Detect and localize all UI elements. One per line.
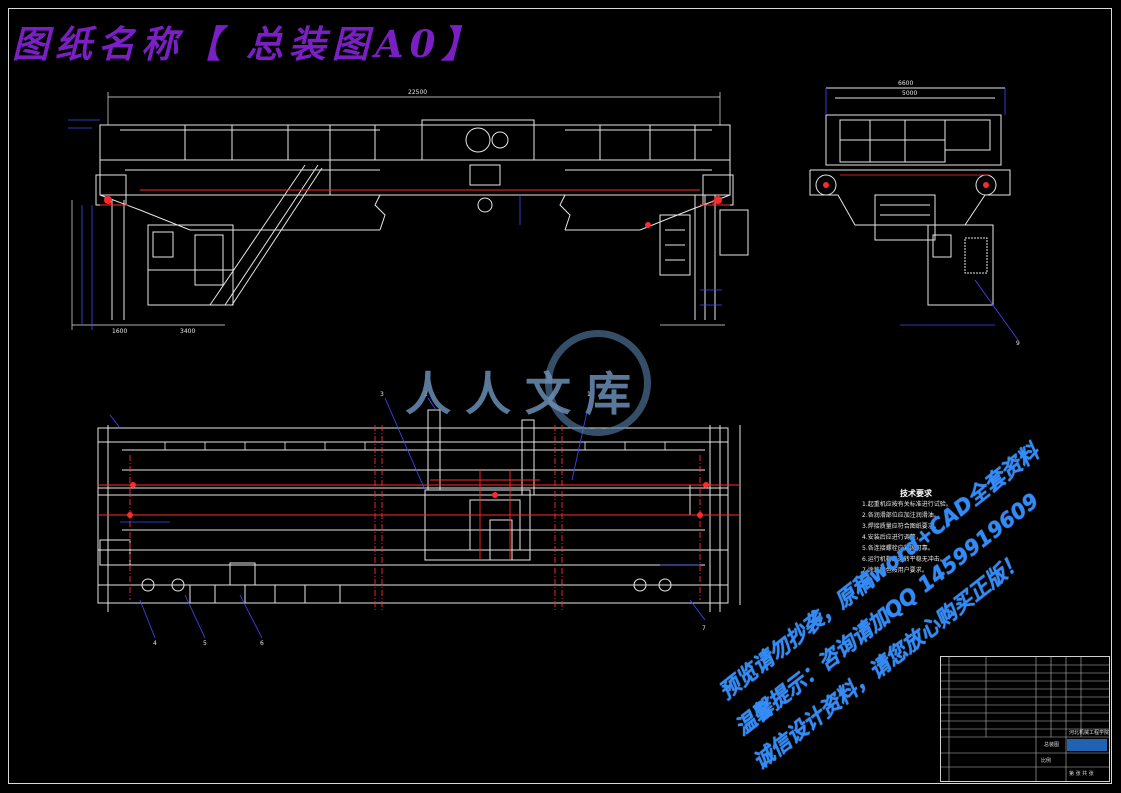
notes-title: 技术要求 — [900, 489, 932, 498]
watermark-ring-icon — [545, 330, 651, 436]
notes-line: 3.焊接质量应符合图纸要求。 — [862, 523, 940, 530]
dimension-bottom-a: 1600 — [112, 328, 127, 335]
side-view — [809, 87, 1011, 306]
title-block-grid — [941, 657, 1109, 781]
part-label: 6 — [260, 640, 264, 647]
top-view-railing-posts — [164, 442, 666, 450]
top-view-red-lines — [98, 425, 740, 610]
technical-notes: 技术要求 1.起重机应按有关标准进行试验。 2.各润滑部位应加注润滑油。 3.焊… — [862, 488, 952, 576]
notes-line: 2.各润滑部位应加注润滑油。 — [862, 512, 940, 519]
part-label: 5 — [203, 640, 207, 647]
front-view-dimension-lines — [71, 92, 725, 330]
title-block-drawing-name: 总装图 — [1044, 742, 1060, 748]
notes-line: 7.涂装颜色按用户要求。 — [862, 567, 928, 574]
part-label: 7 — [702, 625, 706, 632]
title-block: 总装图 河北机械工程学院 比例 第 张 共 张 — [940, 656, 1110, 782]
drawing-frame — [8, 8, 1112, 784]
watermark: 人人文库 — [405, 330, 705, 440]
notes-line: 6.运行机构应运转平稳无冲击。 — [862, 556, 946, 563]
title-block-scale-label: 比例 — [1041, 758, 1052, 764]
front-view-red-lines — [100, 189, 730, 206]
watermark-text: 人人文库 — [405, 367, 645, 421]
side-view-blue — [825, 88, 1019, 341]
part-label: 9 — [1016, 340, 1020, 347]
notes-line: 4.安装后应进行调整， — [862, 534, 922, 541]
notes-line: 5.各连接螺栓应紧固可靠。 — [862, 545, 934, 552]
part-label: 3 — [380, 391, 384, 398]
top-view-red-marks — [127, 482, 709, 518]
part-label: 4 — [153, 640, 157, 647]
top-view-wheels — [140, 578, 690, 592]
title-block-sheet-label: 第 张 共 张 — [1069, 771, 1094, 777]
dimension-side-width: 6600 — [898, 80, 913, 87]
top-view — [97, 409, 741, 612]
front-view-leaders — [68, 119, 722, 330]
dimension-side-inner: 5000 — [902, 90, 917, 97]
title-block-unit: 河北机械工程学院 — [1069, 730, 1110, 736]
notes-line: 1.起重机应按有关标准进行试验。 — [862, 501, 952, 508]
drawing-title: 图纸名称【 总装图A0】 — [12, 22, 485, 66]
front-view — [95, 119, 749, 320]
dimension-bottom-b: 3400 — [180, 328, 195, 335]
side-view-red-marks — [823, 182, 989, 188]
part-label: 2 — [424, 391, 428, 398]
dimension-span: 22500 — [408, 89, 427, 96]
front-view-red-marks — [104, 196, 722, 228]
